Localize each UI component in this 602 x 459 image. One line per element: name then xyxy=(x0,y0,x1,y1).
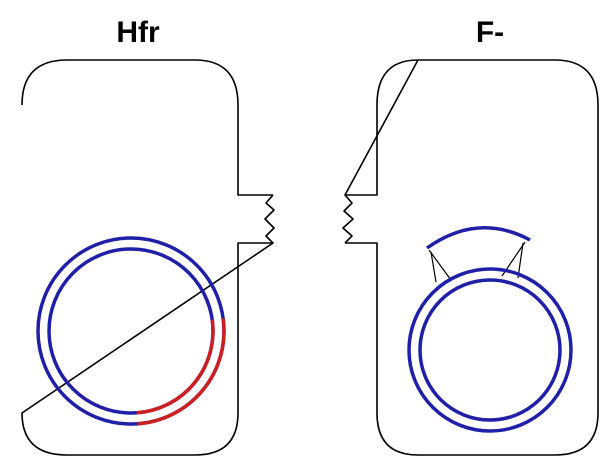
hfr-cell-outline xyxy=(21,59,274,456)
recipient-cell: F- xyxy=(342,16,599,456)
recipient-cell-outline xyxy=(344,59,599,456)
hfr-pilus-stub xyxy=(264,194,275,244)
transferred-dna-strand xyxy=(425,226,531,250)
recipient-chromosome xyxy=(407,267,573,433)
tether-line-left xyxy=(430,251,437,283)
hfr-cell: Hfr xyxy=(21,16,275,456)
hfr-integrated-f-factor xyxy=(136,317,226,426)
recipient-chromosome-outer-strand xyxy=(407,267,573,433)
f-factor-outer-strand xyxy=(137,317,226,426)
tether-line-left-diag xyxy=(428,249,452,281)
f-minus-label: F- xyxy=(476,16,504,49)
recipient-chromosome-inner-strand xyxy=(418,278,562,422)
hfr-label: Hfr xyxy=(116,16,160,49)
f-factor-inner-strand xyxy=(136,319,215,415)
recipient-pilus-stub xyxy=(342,194,354,244)
tether-line-right xyxy=(517,242,524,279)
